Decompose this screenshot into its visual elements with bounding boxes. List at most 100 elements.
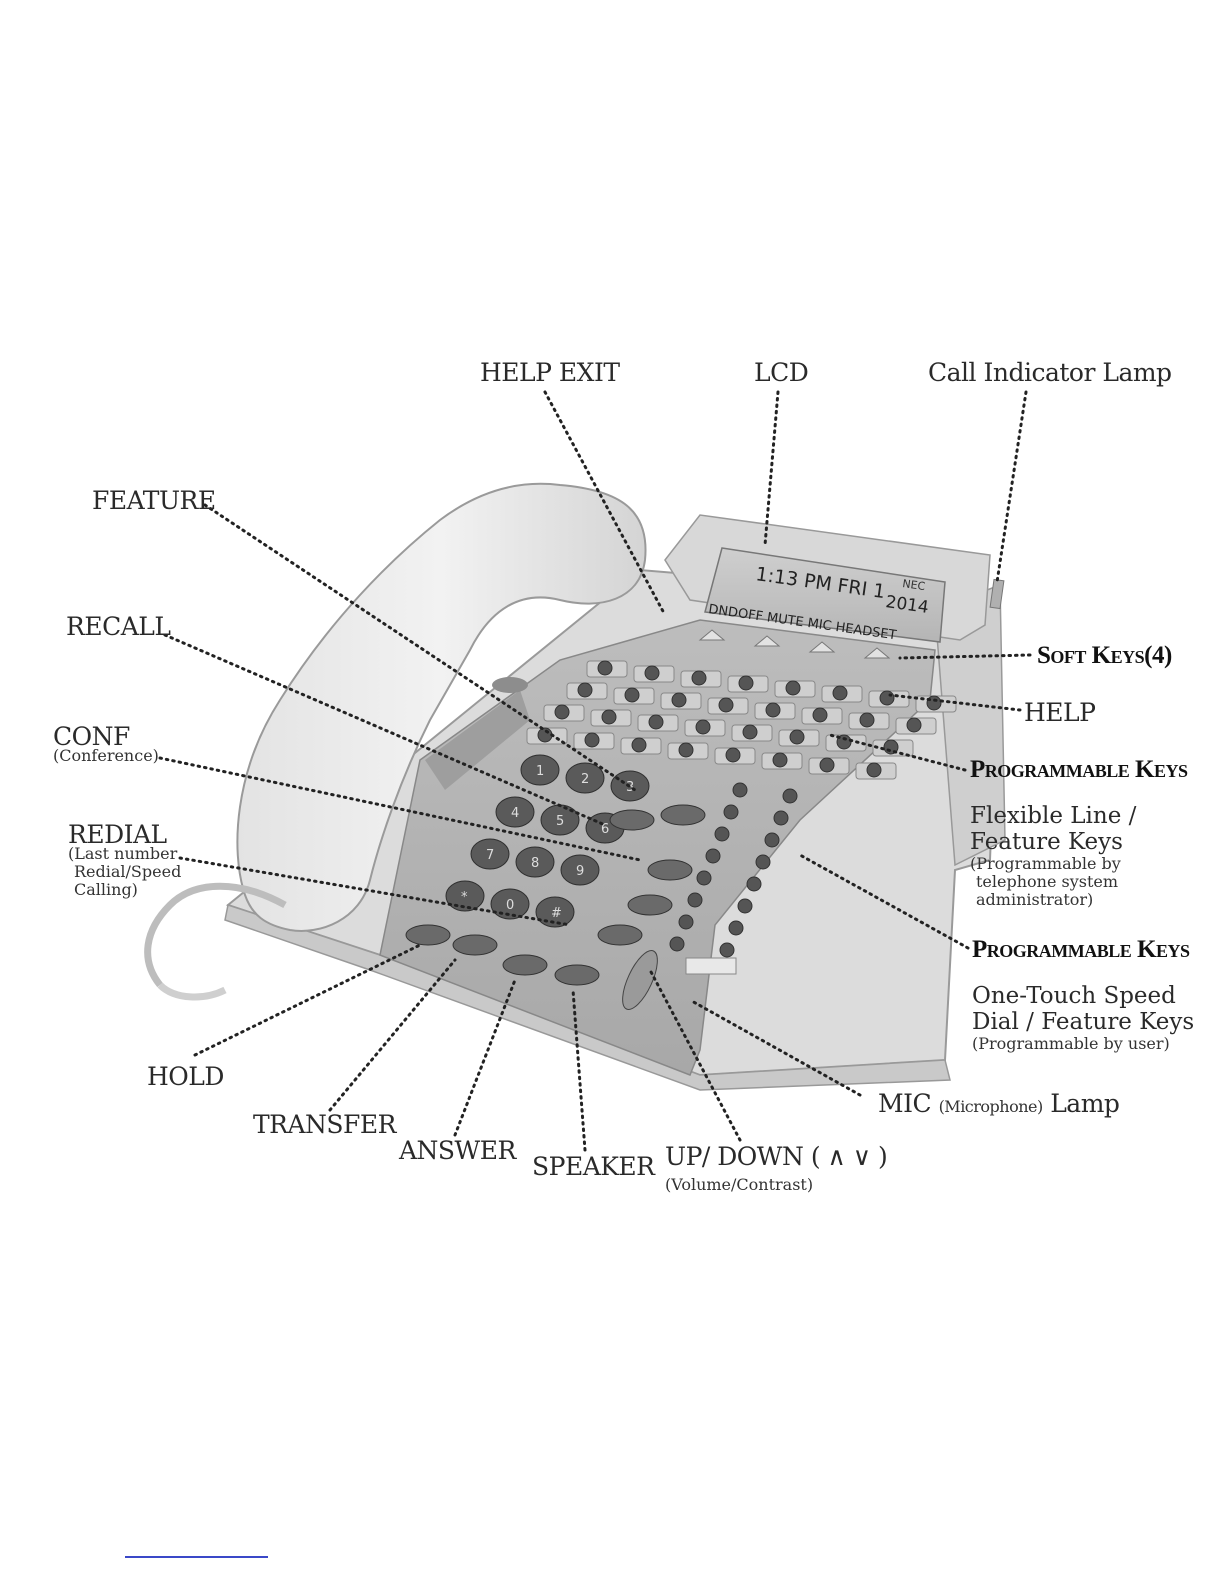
label-recall: RECALL (66, 612, 171, 641)
handset-hook (492, 677, 528, 693)
onetouch-line-2: Dial / Feature Keys (972, 1009, 1195, 1035)
label-transfer: TRANSFER (253, 1110, 396, 1139)
prog-key-button (879, 690, 895, 706)
label-help-exit: HELP EXIT (480, 358, 620, 387)
prog-key-button (644, 665, 660, 681)
label-lcd: LCD (754, 358, 809, 387)
function-key (647, 859, 693, 881)
dial-key-label: 6 (601, 822, 609, 837)
prog-key-button (906, 717, 922, 733)
prog-key-button (819, 757, 835, 773)
label-answer: ANSWER (399, 1136, 516, 1165)
function-keys (405, 804, 737, 1010)
one-touch-key (723, 804, 739, 820)
dial-key-label: 4 (511, 806, 519, 821)
one-touch-key (719, 942, 735, 958)
dial-key (490, 888, 530, 920)
label-redial: REDIAL (68, 820, 167, 849)
mic-sub: (Microphone) (938, 1097, 1044, 1116)
flex-line-2: Feature Keys (970, 829, 1123, 855)
lcd-screen-bg (704, 547, 946, 643)
one-touch-key (678, 914, 694, 930)
label-redial-sub2: Redial/Speed (74, 862, 182, 881)
prog-key-button (718, 697, 734, 713)
dial-key-label: 3 (626, 780, 634, 795)
flex-sub-3: administrator) (976, 890, 1094, 909)
dial-key (560, 854, 600, 886)
label-mic-lamp: MIC (Microphone) Lamp (878, 1089, 1120, 1118)
prog-key-button (577, 682, 593, 698)
prog-key-button (812, 707, 828, 723)
dial-key-label: 5 (556, 814, 564, 829)
dial-key-label: # (551, 906, 562, 921)
dial-key (445, 880, 485, 912)
one-touch-key (687, 892, 703, 908)
one-touch-key (705, 848, 721, 864)
label-soft-keys: Soft Keys(4) (1037, 642, 1172, 669)
soft-key (808, 641, 836, 653)
prog-key-button (738, 675, 754, 691)
prog-key-button (537, 727, 553, 743)
prog-key-button (584, 732, 600, 748)
label-programmable-keys-1: Programmable Keys (970, 756, 1188, 783)
dial-key-label: * (461, 890, 468, 905)
label-flexible-line-keys: Flexible Line / Feature Keys (Programmab… (970, 803, 1136, 909)
label-one-touch-keys: One-Touch Speed Dial / Feature Keys (Pro… (972, 983, 1194, 1053)
dial-key-label: 7 (486, 848, 494, 863)
prog-key-button (671, 692, 687, 708)
handset (236, 482, 647, 932)
prog-key-button (866, 762, 882, 778)
dial-key (520, 754, 560, 786)
prog-key-button (725, 747, 741, 763)
call-indicator-lamp-shape (989, 578, 1005, 610)
prog-key-button (832, 685, 848, 701)
prog-key-button (765, 702, 781, 718)
dial-key (495, 796, 535, 828)
soft-key (863, 647, 891, 659)
one-touch-key (732, 782, 748, 798)
dial-key-label: 2 (581, 772, 589, 787)
label-up-down: UP/ DOWN ( ∧ ∨ ) (665, 1142, 888, 1171)
prog-key-button (859, 712, 875, 728)
one-touch-key (773, 810, 789, 826)
prog-key-button (836, 734, 852, 750)
prog-key-button (678, 742, 694, 758)
function-key (554, 964, 600, 986)
one-touch-key (755, 854, 771, 870)
function-key (452, 934, 498, 956)
key-rows (526, 629, 957, 958)
prog-key-button (742, 724, 758, 740)
coiled-cord (144, 882, 287, 1001)
label-hold: HOLD (147, 1062, 224, 1091)
label-call-indicator-lamp: Call Indicator Lamp (928, 358, 1172, 387)
flex-sub-1: (Programmable by (970, 854, 1121, 873)
onetouch-sub: (Programmable by user) (972, 1034, 1170, 1053)
lcd-brand: NEC (902, 577, 927, 593)
function-key (609, 809, 655, 831)
label-strip (685, 957, 737, 975)
dial-key-label: 1 (536, 764, 544, 779)
dial-key-label: 8 (531, 856, 539, 871)
one-touch-key (737, 898, 753, 914)
dial-key (470, 838, 510, 870)
mic-tail: Lamp (1050, 1089, 1120, 1118)
onetouch-line-1: One-Touch Speed (972, 983, 1176, 1009)
label-conf-sub: (Conference) (53, 746, 159, 765)
soft-key (698, 629, 726, 641)
function-key (660, 804, 706, 826)
speaker-grille (425, 690, 530, 790)
volume-rocker (622, 950, 658, 1010)
prog-key-button (597, 660, 613, 676)
dial-key (565, 762, 605, 794)
prog-key-button (789, 729, 805, 745)
dial-key-label: 0 (506, 898, 514, 913)
one-touch-key (764, 832, 780, 848)
prog-key-button (772, 752, 788, 768)
function-key (597, 924, 643, 946)
prog-key-button (785, 680, 801, 696)
prog-key-button (631, 737, 647, 753)
flex-sub-2: telephone system (976, 872, 1119, 891)
label-redial-sub1: (Last number (68, 844, 178, 863)
